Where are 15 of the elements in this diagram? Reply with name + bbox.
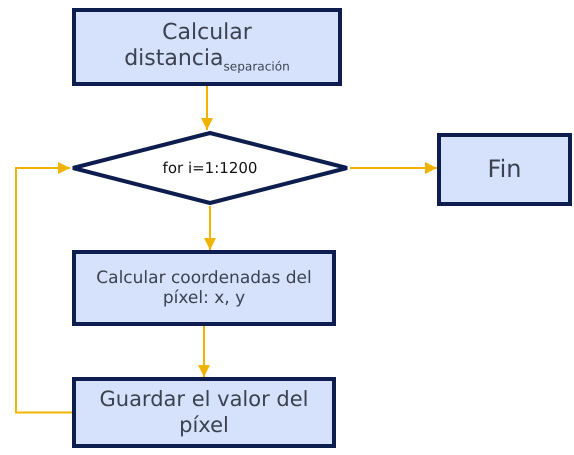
- node-label: for i=1:1200: [162, 159, 258, 177]
- process-box: [72, 377, 336, 448]
- process-box: [72, 250, 336, 326]
- arrow: [201, 86, 213, 130]
- decision-diamond: [70, 130, 350, 206]
- node-label: Guardar el valor del píxel: [98, 387, 310, 438]
- node-label: Calcular coordenadas del píxel: x, y: [95, 268, 313, 308]
- arrow: [15, 162, 72, 414]
- arrow: [198, 326, 210, 377]
- arrow: [204, 206, 216, 250]
- node-label: Fin: [488, 155, 522, 184]
- node-label: Calcular distancia$_{separación}$: [123, 20, 291, 74]
- process-box: [72, 8, 342, 86]
- arrow: [350, 162, 437, 174]
- process-box: [437, 133, 572, 206]
